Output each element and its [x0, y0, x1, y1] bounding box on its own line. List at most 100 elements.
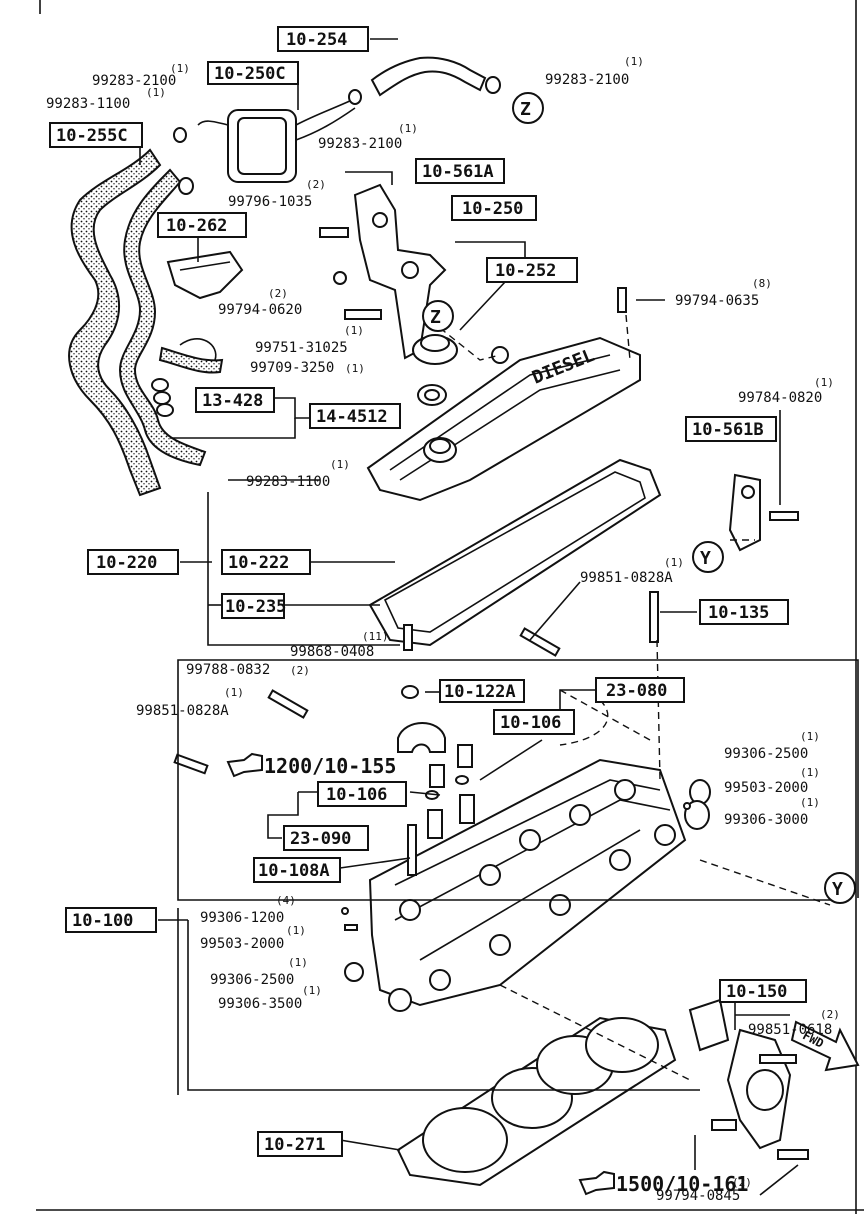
- part-number: 99794-0845: [656, 1188, 740, 1204]
- part-qty: (1): [814, 376, 834, 389]
- ref-box-10-250: 10-250: [451, 195, 537, 221]
- water-outlet-10-150: [688, 998, 809, 1160]
- svg-text:10-255C: 10-255C: [56, 126, 128, 146]
- svg-text:10-254: 10-254: [286, 30, 347, 50]
- svg-text:Y: Y: [832, 879, 843, 900]
- svg-text:23-090: 23-090: [290, 829, 351, 849]
- svg-text:10-108A: 10-108A: [258, 861, 330, 881]
- ref-box-10-561a: 10-561A: [415, 158, 505, 184]
- svg-text:10-561A: 10-561A: [422, 162, 494, 182]
- part-qty: (2): [732, 1176, 752, 1189]
- marker-y-2: Y: [824, 872, 856, 904]
- ref-box-10-262: 10-262: [157, 212, 247, 238]
- ref-box-10-561b: 10-561B: [685, 416, 777, 442]
- part-qty: (1): [624, 55, 644, 68]
- ref-box-10-254: 10-254: [277, 26, 369, 52]
- part-number: 99306-3500: [218, 996, 302, 1012]
- part-number: 99784-0820: [738, 390, 822, 406]
- breather-hose-10-262: [118, 168, 207, 467]
- ref-box-10-255c: 10-255C: [49, 122, 143, 148]
- ref-box-10-135: 10-135: [699, 599, 789, 625]
- part-number: 99283-1100: [46, 96, 130, 112]
- ref-box-10-222: 10-222: [221, 549, 311, 575]
- svg-text:23-080: 23-080: [606, 681, 667, 701]
- svg-text:Y: Y: [700, 548, 711, 569]
- part-qty: (1): [344, 324, 364, 337]
- svg-text:10-561B: 10-561B: [692, 420, 764, 440]
- bracket-10-561b: [728, 473, 799, 552]
- part-number: 99709-3250: [250, 360, 334, 376]
- ref-pointer-1500: 1500/10-161: [578, 1170, 748, 1196]
- hose-clamp: [485, 76, 501, 94]
- svg-text:10-106: 10-106: [326, 785, 387, 805]
- ref-box-10-106-upper: 10-106: [493, 709, 575, 735]
- part-qty: (1): [288, 956, 308, 969]
- svg-text:10-250: 10-250: [462, 199, 523, 219]
- ref-box-10-100: 10-100: [65, 907, 157, 933]
- part-qty: (1): [302, 984, 322, 997]
- ref-1500-label: 1500/10-161: [616, 1172, 748, 1196]
- ref-box-10-250c: 10-250C: [207, 61, 299, 85]
- part-qty: (1): [170, 62, 190, 75]
- svg-text:10-235: 10-235: [225, 597, 286, 617]
- svg-text:10-220: 10-220: [96, 553, 157, 573]
- svg-text:10-122A: 10-122A: [444, 682, 516, 702]
- svg-text:10-252: 10-252: [495, 261, 556, 281]
- ref-box-10-150: 10-150: [719, 979, 807, 1003]
- part-number: 99851-0828A: [136, 703, 229, 719]
- svg-text:Z: Z: [430, 307, 441, 328]
- part-number: 99868-0408: [290, 644, 374, 660]
- cylinder-head: [368, 758, 687, 1007]
- svg-text:10-271: 10-271: [264, 1135, 325, 1155]
- part-number: 99306-1200: [200, 910, 284, 926]
- ref-box-10-252: 10-252: [486, 257, 578, 283]
- ref-box-10-108a: 10-108A: [253, 857, 341, 883]
- marker-z-1: Z: [512, 92, 544, 124]
- svg-text:Z: Z: [520, 99, 531, 120]
- head-gasket-10-271: [396, 1016, 677, 1187]
- part-number: 99851-0618: [748, 1022, 832, 1038]
- fwd-arrow-icon: FWD: [790, 1020, 860, 1072]
- ref-box-23-090: 23-090: [283, 825, 369, 851]
- part-qty: (1): [800, 730, 820, 743]
- ref-box-23-080: 23-080: [595, 677, 685, 703]
- part-qty: (1): [800, 766, 820, 779]
- oil-separator-10-250c: [173, 89, 362, 195]
- part-number: 99794-0635: [675, 293, 759, 309]
- ref-box-14-4512: 14-4512: [309, 403, 401, 429]
- bracket-10-561a: [319, 183, 447, 360]
- part-number: 99751-31025: [255, 340, 348, 356]
- part-number: 99283-1100: [246, 474, 330, 490]
- part-qty: (2): [820, 1008, 840, 1021]
- marker-z-2: Z: [422, 300, 454, 332]
- hose-10-254: [370, 56, 501, 97]
- hose-13-428: [151, 338, 224, 417]
- ref-box-10-271: 10-271: [257, 1131, 343, 1157]
- svg-text:10-250C: 10-250C: [214, 64, 286, 84]
- svg-text:10-106: 10-106: [500, 713, 561, 733]
- ref-pointer-1200: 1200/10-155: [226, 752, 396, 778]
- part-number: 99283-2100: [318, 136, 402, 152]
- breather-hose-10-255c: [68, 148, 162, 497]
- part-qty: (1): [224, 686, 244, 699]
- part-number: 99306-2500: [724, 746, 808, 762]
- part-number: 99503-2000: [724, 780, 808, 796]
- part-qty: (2): [268, 287, 288, 300]
- head-cover-gasket: [368, 458, 662, 647]
- marker-y-1: Y: [692, 541, 724, 573]
- part-qty: (11): [362, 630, 389, 643]
- dashed-lines: [439, 314, 831, 1081]
- svg-text:13-428: 13-428: [202, 391, 263, 411]
- part-qty: (2): [306, 178, 326, 191]
- part-number: 99796-1035: [228, 194, 312, 210]
- part-number: 99503-2000: [200, 936, 284, 952]
- part-qty: (8): [752, 277, 772, 290]
- ref-box-10-106-lower: 10-106: [317, 781, 407, 807]
- part-qty: (1): [146, 86, 166, 99]
- part-qty: (2): [290, 664, 310, 677]
- ref-box-10-235: 10-235: [221, 593, 286, 619]
- ref-1200-label: 1200/10-155: [264, 754, 396, 778]
- bearing-cap: [397, 685, 446, 753]
- oil-filler-cap: [412, 334, 458, 406]
